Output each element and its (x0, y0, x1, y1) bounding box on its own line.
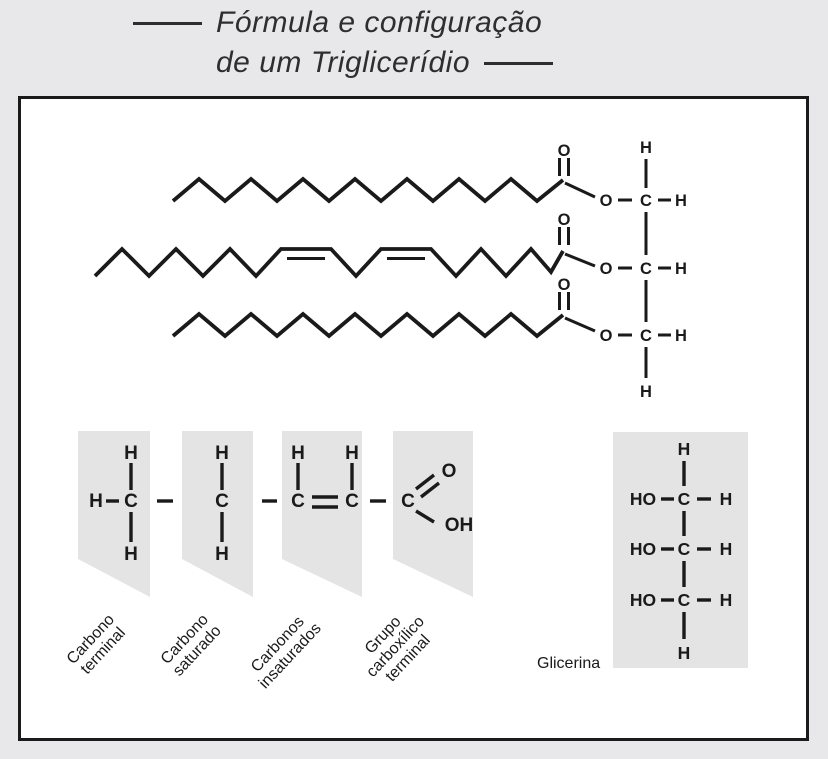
ester-linkage-2: O O C H (558, 211, 687, 278)
atom-c: C (345, 491, 359, 512)
fatty-acid-chain-2-unsaturated (93, 246, 565, 279)
backbone-hydrogen-3: H (675, 327, 687, 345)
backbone-hydrogen-1: H (675, 192, 687, 210)
ester-oxygen-3: O (600, 327, 613, 345)
figure-title-line-1: Fórmula e configuração (133, 6, 542, 40)
atom-h: H (89, 491, 103, 512)
terminal-carbon-structure: H H C H (89, 443, 138, 565)
atom-ho: HO (630, 590, 656, 610)
atom-ho: HO (630, 489, 656, 509)
chain-1-zigzag (171, 176, 565, 204)
legend-panel-carboxylic-group (393, 431, 473, 597)
atom-ho: HO (630, 539, 656, 559)
atom-h: H (291, 443, 305, 464)
ester-oxygen-2: O (600, 260, 613, 278)
legend-panel-unsaturated-carbons (282, 431, 362, 597)
atom-oh: OH (445, 515, 474, 536)
c-o-bond-2 (564, 252, 596, 268)
atom-h: H (124, 443, 138, 464)
atom-h: H (720, 539, 733, 559)
atom-o: O (442, 461, 457, 482)
fatty-acid-chain-3-saturated (171, 311, 565, 339)
carbonyl-oxygen-3: O (558, 276, 571, 294)
atom-c: C (215, 491, 229, 512)
ester-oxygen-1: O (600, 192, 613, 210)
atom-c: C (678, 590, 691, 610)
atom-c: C (678, 539, 691, 559)
single-bond-to-oh (415, 509, 435, 524)
atom-h: H (215, 443, 229, 464)
atom-h: H (124, 544, 138, 565)
atom-h: H (678, 643, 691, 663)
double-bond-to-o (419, 481, 441, 499)
carbonyl-oxygen-2: O (558, 211, 571, 229)
glycerol-backbone: H H (640, 139, 652, 401)
ester-linkage-3: O O C H (558, 276, 687, 345)
c-o-bond-3 (564, 316, 596, 333)
title-dash-right (484, 61, 554, 65)
glycerin-label: Glicerina (537, 655, 600, 672)
backbone-carbon-1: C (640, 192, 652, 210)
chain-3-zigzag (171, 311, 565, 339)
legend-panel-saturated-carbon (182, 431, 253, 597)
double-bond-to-o (414, 473, 436, 491)
carbonyl-oxygen-1: O (558, 142, 571, 160)
backbone-bottom-hydrogen: H (640, 383, 652, 401)
figure-title-line-2: de um Triglicerídio (216, 46, 554, 80)
chain-2-zigzag (93, 246, 565, 279)
glycerin-panel (613, 432, 748, 668)
atom-c: C (401, 491, 415, 512)
backbone-carbon-2: C (640, 260, 652, 278)
backbone-carbon-3: C (640, 327, 652, 345)
backbone-top-hydrogen: H (640, 139, 652, 157)
atom-c: C (678, 489, 691, 509)
c-o-bond-1 (564, 181, 596, 199)
atom-h: H (215, 544, 229, 565)
glycerin-structure: H HO C H HO C H HO C H H (630, 439, 732, 663)
atom-h: H (678, 439, 691, 459)
atom-c: C (124, 491, 138, 512)
atom-c: C (291, 491, 305, 512)
title-text-line-1: Fórmula e configuração (216, 6, 543, 39)
carboxylic-group-structure: C O OH (401, 461, 473, 536)
saturated-carbon-structure: H C H (215, 443, 229, 565)
fatty-acid-chain-1-saturated (171, 176, 565, 204)
unsaturated-carbons-structure: H H C C (291, 443, 359, 512)
backbone-hydrogen-2: H (675, 260, 687, 278)
title-text-line-2: de um Triglicerídio (216, 46, 471, 79)
atom-h: H (345, 443, 359, 464)
atom-h: H (720, 590, 733, 610)
atom-h: H (720, 489, 733, 509)
title-dash-left (133, 21, 202, 25)
ester-linkage-1: O O C H (558, 142, 687, 210)
